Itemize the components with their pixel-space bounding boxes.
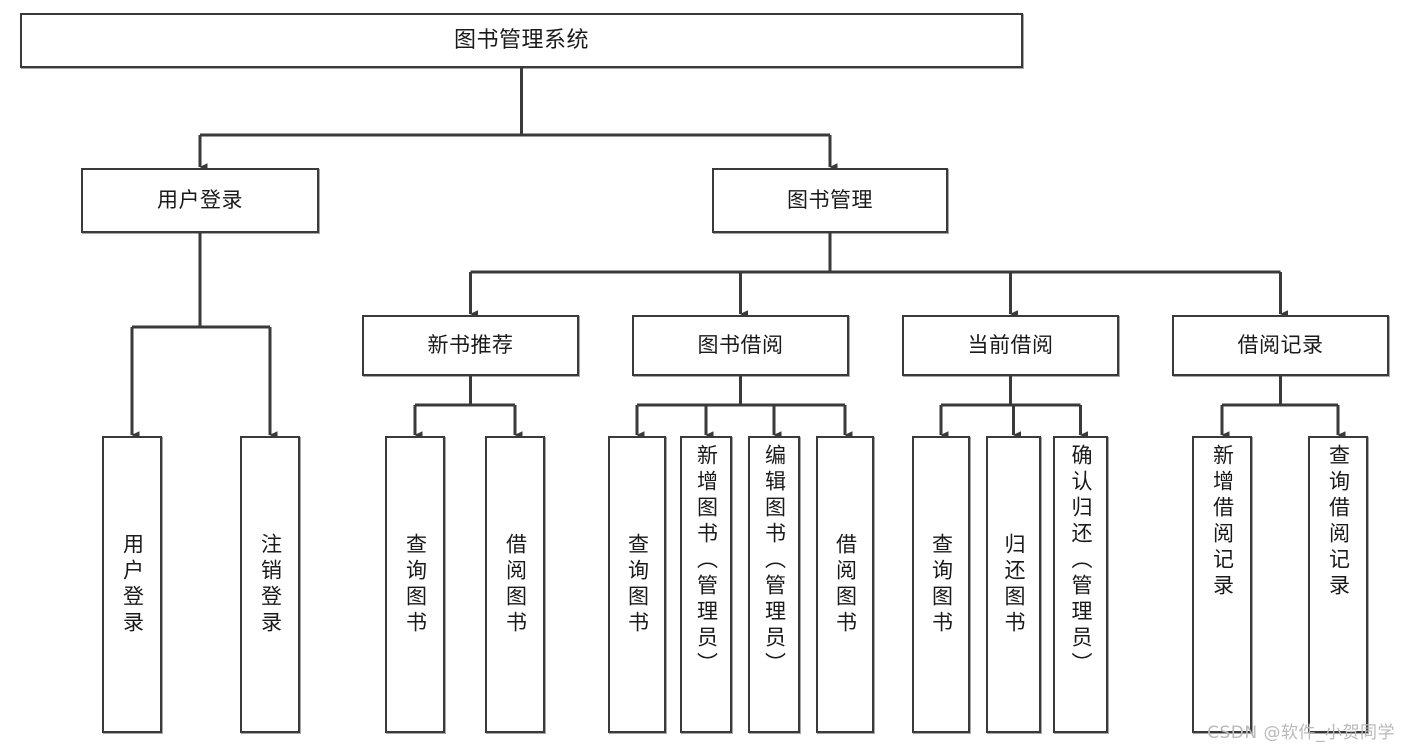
node-leaf-user-logout[interactable]: 注销登录 (240, 436, 300, 733)
node-label: 新增借阅记录 (1210, 444, 1235, 600)
node-label: 图书借阅 (697, 333, 784, 358)
node-new-rec[interactable]: 新书推荐 (362, 315, 579, 376)
node-leaf-cu-return[interactable]: 归还图书 (986, 436, 1041, 733)
node-leaf-cu-confirm[interactable]: 确认归还（管理员） (1053, 436, 1108, 733)
node-label: 借阅记录 (1237, 333, 1324, 358)
node-label: 用户登录 (120, 532, 145, 637)
node-borrow[interactable]: 图书借阅 (632, 315, 849, 376)
node-leaf-bo-borrow[interactable]: 借阅图书 (816, 436, 874, 733)
node-label: 用户登录 (157, 188, 243, 213)
node-leaf-re-add[interactable]: 新增借阅记录 (1192, 436, 1252, 733)
node-label: 注销登录 (258, 532, 283, 637)
node-label: 新书推荐 (427, 333, 514, 358)
node-leaf-user-login[interactable]: 用户登录 (102, 436, 162, 733)
node-label: 查询图书 (929, 532, 954, 637)
node-root[interactable]: 图书管理系统 (20, 13, 1023, 68)
node-label: 借阅图书 (833, 532, 858, 637)
node-user-login[interactable]: 用户登录 (81, 168, 319, 233)
node-label: 借阅图书 (503, 532, 528, 637)
node-label: 图书管理系统 (453, 27, 589, 53)
node-leaf-bo-add[interactable]: 新增图书（管理员） (680, 436, 732, 733)
node-current[interactable]: 当前借阅 (902, 315, 1119, 376)
node-leaf-nr-query[interactable]: 查询图书 (385, 436, 445, 733)
node-label: 确认归还（管理员） (1069, 444, 1093, 678)
node-leaf-bo-edit[interactable]: 编辑图书（管理员） (748, 436, 800, 733)
watermark-text: CSDN @软件_小贺同学 (1207, 723, 1395, 743)
node-label: 编辑图书（管理员） (762, 444, 787, 678)
node-label: 查询图书 (403, 532, 428, 637)
node-book-mgmt[interactable]: 图书管理 (712, 168, 948, 233)
node-leaf-cu-query[interactable]: 查询图书 (912, 436, 970, 733)
node-label: 归还图书 (1002, 532, 1026, 637)
node-leaf-bo-query[interactable]: 查询图书 (608, 436, 666, 733)
node-label: 查询图书 (625, 532, 650, 637)
node-label: 新增图书（管理员） (694, 444, 719, 678)
node-label: 查询借阅记录 (1326, 444, 1351, 600)
node-label: 当前借阅 (967, 333, 1054, 358)
node-records[interactable]: 借阅记录 (1172, 315, 1389, 376)
node-leaf-nr-borrow[interactable]: 借阅图书 (485, 436, 545, 733)
node-leaf-re-query[interactable]: 查询借阅记录 (1308, 436, 1368, 733)
node-label: 图书管理 (787, 188, 873, 213)
